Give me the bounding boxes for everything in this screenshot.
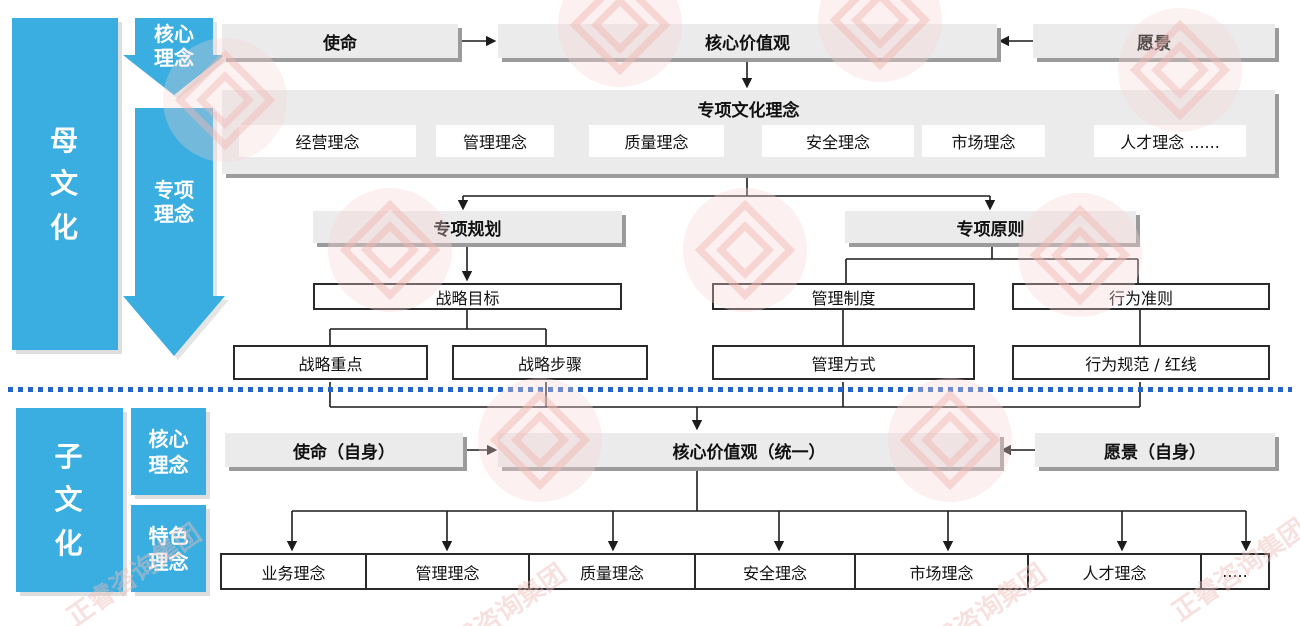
child-vision-box: 愿景（自身） <box>1035 433 1275 467</box>
special-item-market: 市场理念 <box>922 125 1045 157</box>
special-item-quality: 质量理念 <box>589 125 724 157</box>
child-culture-label: 子 文 化 <box>54 439 85 560</box>
child-item-safety: 安全理念 <box>694 555 854 588</box>
child-item-ellipsis: ..... <box>1200 555 1268 588</box>
parent-culture-bar: 母 文 化 <box>12 18 118 350</box>
child-core-concept-box: 核心 理念 <box>131 408 206 495</box>
core-values-box: 核心价值观 <box>498 24 997 58</box>
special-item-talent: 人才理念 ...... <box>1094 125 1246 157</box>
special-concept-arrow-head <box>123 296 225 356</box>
management-system-box: 管理制度 <box>712 283 975 310</box>
child-item-management: 管理理念 <box>365 555 528 588</box>
child-mission-box: 使命（自身） <box>225 433 463 467</box>
core-concept-arrow <box>123 18 225 95</box>
parent-culture-label: 母 文 化 <box>49 123 80 244</box>
management-method-box: 管理方式 <box>712 345 975 380</box>
special-culture-title: 专项文化理念 <box>697 100 800 121</box>
mission-box: 使命 <box>222 24 458 58</box>
special-planning-box: 专项规划 <box>313 211 622 243</box>
special-concept-arrow-label: 专项 理念 <box>154 178 194 226</box>
section-divider-dotted-line <box>8 387 1292 392</box>
child-feature-concept-box: 特色 理念 <box>131 505 206 592</box>
child-item-business: 业务理念 <box>261 563 326 583</box>
special-concept-arrow-shaft <box>135 108 213 297</box>
core-concept-arrow-label: 核心 理念 <box>154 22 194 70</box>
child-item-quality: 质量理念 <box>528 555 694 588</box>
child-culture-bar: 子 文 化 <box>16 408 123 592</box>
child-core-values-box: 核心价值观（统一） <box>498 433 1000 467</box>
special-item-management: 管理理念 <box>436 125 554 157</box>
special-principles-box: 专项原则 <box>845 211 1136 243</box>
behavior-norms-box: 行为规范 / 红线 <box>1012 345 1270 380</box>
vision-box: 愿景 <box>1033 24 1275 58</box>
strategy-goal-box: 战略目标 <box>313 283 622 310</box>
child-item-market: 市场理念 <box>854 555 1027 588</box>
child-feature-items-row: 业务理念 管理理念 质量理念 安全理念 市场理念 人才理念 ..... <box>220 553 1270 590</box>
special-item-business: 经营理念 <box>239 125 416 157</box>
strategy-focus-box: 战略重点 <box>233 345 428 380</box>
special-item-safety: 安全理念 <box>762 125 914 157</box>
special-concept-arrow <box>123 108 225 356</box>
strategy-steps-box: 战略步骤 <box>452 345 648 380</box>
core-concept-arrow-head <box>123 55 225 95</box>
behavior-code-box: 行为准则 <box>1012 283 1270 310</box>
child-item-talent: 人才理念 <box>1027 555 1200 588</box>
core-concept-arrow-shaft <box>135 18 213 56</box>
